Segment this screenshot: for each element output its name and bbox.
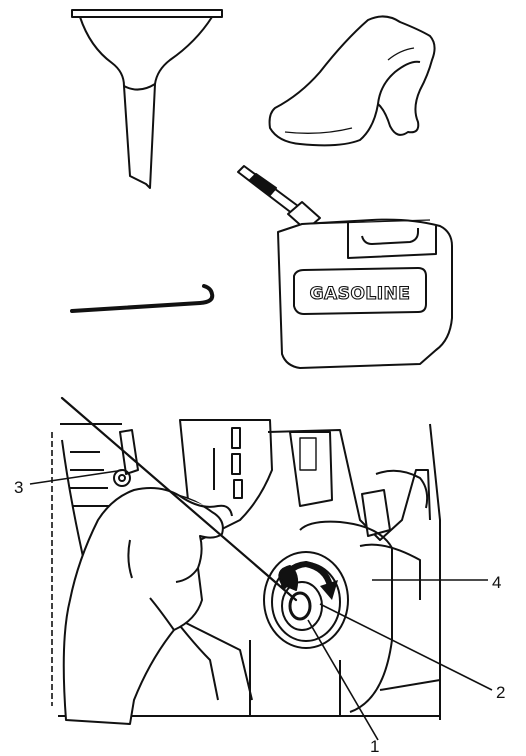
funnel-icon — [72, 10, 222, 188]
cloth-rag-icon — [270, 16, 435, 145]
callout-3: 3 — [14, 478, 23, 497]
gasoline-can-icon — [238, 166, 452, 368]
callout-1: 1 — [370, 737, 379, 756]
callout-4: 4 — [492, 573, 501, 592]
wire-hook-icon — [72, 286, 212, 311]
gasoline-label: GASOLINE — [310, 284, 411, 304]
callout-2: 2 — [496, 683, 505, 702]
